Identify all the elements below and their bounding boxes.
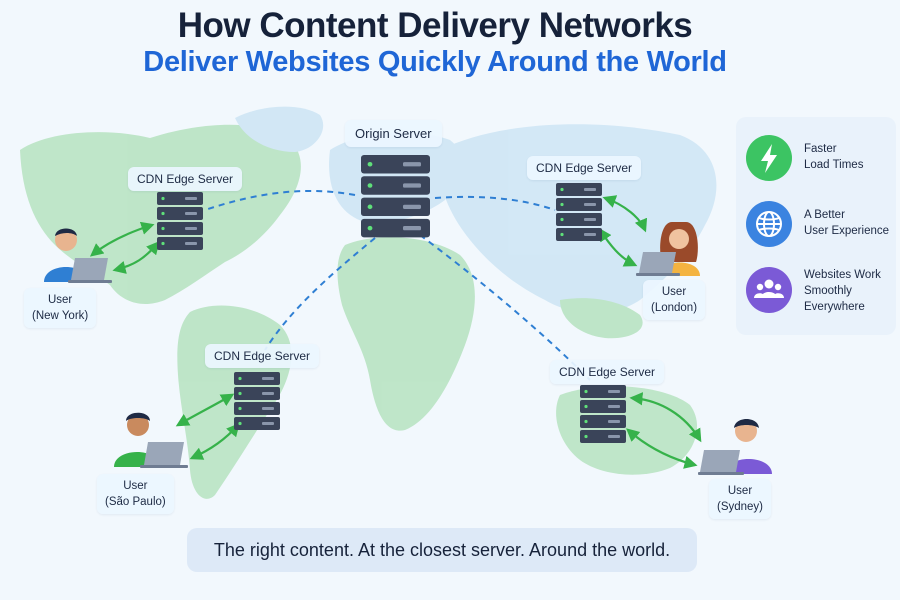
southeast-asia-shape: [560, 298, 643, 339]
users-icon: [746, 267, 792, 313]
dashed-link-origin-na: [204, 190, 356, 211]
na-edge-server-label: CDN Edge Server: [128, 167, 243, 191]
user-saopaulo-line1: User: [123, 480, 148, 492]
benefit-text: Faster Load Times: [804, 143, 864, 171]
origin-connections: [204, 190, 591, 381]
user-sydney-icon: [698, 419, 772, 475]
origin-server-label: Origin Server: [345, 120, 442, 147]
user-saopaulo-label: User (São Paulo): [97, 474, 174, 514]
asia-edge-server-label: CDN Edge Server: [527, 156, 642, 180]
user-newyork-line2: (New York): [32, 310, 89, 322]
title-line-2: Deliver Websites Quickly Around the Worl…: [143, 46, 727, 78]
greenland-shape: [235, 106, 324, 152]
australia-shape: [556, 386, 698, 475]
africa-shape: [337, 237, 475, 431]
user-saopaulo-icon: [114, 412, 188, 468]
au-edge-server-label: CDN Edge Server: [550, 360, 665, 384]
dashed-link-origin-au: [419, 234, 591, 381]
user-london-line1: User: [661, 286, 687, 298]
dashed-link-origin-asia: [434, 195, 556, 211]
title-line-1: How Content Delivery Networks: [177, 6, 693, 45]
benefit-text: A Better User Experience: [804, 209, 890, 237]
user-london-icon: [636, 222, 700, 276]
lightning-icon: [746, 135, 792, 181]
benefit-faster-load-times: Faster Load Times: [746, 135, 896, 185]
benefit-better-experience: A Better User Experience: [746, 201, 896, 251]
arrow-na-edge-right: [112, 241, 160, 274]
arrow-au-sydney-lower: [626, 428, 698, 469]
user-saopaulo-line2: (São Paulo): [105, 496, 166, 508]
user-newyork-line1: User: [47, 294, 73, 306]
user-connections: [89, 195, 702, 469]
user-london-line2: (London): [651, 302, 698, 314]
arrow-na-newyork: [89, 221, 155, 257]
benefit-works-everywhere: Websites Work Smoothly Everywhere: [746, 267, 896, 317]
benefit-text: Websites Work Smoothly Everywhere: [804, 269, 881, 313]
arrow-sa-saopaulo: [175, 393, 235, 427]
benefits-panel: Faster Load Times A Better User Experien…: [736, 117, 896, 335]
arrow-asia-london-lower: [598, 227, 638, 267]
user-london-label: User (London): [643, 280, 706, 320]
user-sydney-line2: (Sydney): [717, 501, 764, 513]
arrow-asia-london: [602, 195, 648, 233]
footer-tagline: The right content. At the closest server…: [187, 528, 697, 572]
globe-icon: [746, 201, 792, 247]
sa-edge-server-label: CDN Edge Server: [205, 344, 320, 368]
user-newyork-icon: [44, 228, 112, 283]
user-sydney-line1: User: [727, 485, 753, 497]
user-sydney-label: User (Sydney): [709, 479, 772, 519]
user-newyork-label: User (New York): [24, 288, 97, 328]
